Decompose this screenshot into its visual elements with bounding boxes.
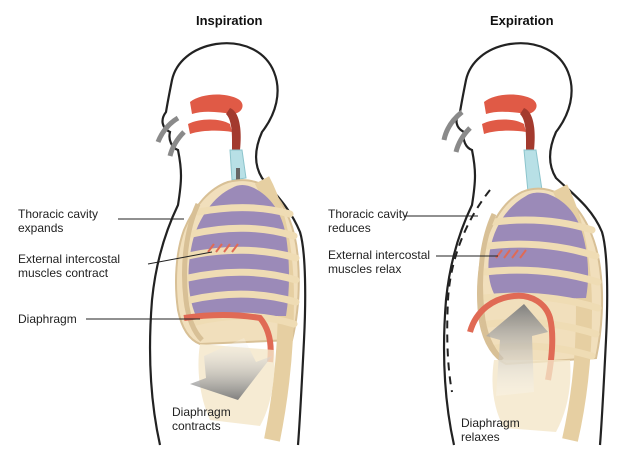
exhale-arrow-icon	[441, 110, 464, 141]
inhale-arrow-icon	[155, 115, 180, 143]
oral-cavity	[188, 119, 232, 134]
expiration-diaphragm-action-line1: Diaphragm	[461, 416, 520, 430]
expiration-cavity-label-line1: Thoracic cavity	[328, 207, 409, 221]
inspiration-muscles-label-line1: External intercostal	[18, 252, 121, 266]
nasal-cavity	[190, 94, 243, 114]
reduced-cavity-dashed-line	[446, 189, 491, 393]
inspiration-cavity-label-line2: expands	[18, 221, 64, 235]
inspiration-title: Inspiration	[196, 13, 263, 28]
intercostal-muscles	[207, 243, 239, 253]
expiration-diaphragm-action-line2: relaxes	[461, 430, 500, 444]
inspiration-diaphragm-action-line1: Diaphragm	[172, 405, 231, 419]
body-outline-2	[442, 42, 609, 446]
inspiration-diaphragm-label: Diaphragm	[18, 312, 77, 326]
expiration-title: Expiration	[490, 13, 554, 28]
inspiration-muscles-label-line2: muscles contract	[18, 266, 109, 280]
inspiration-panel	[86, 42, 307, 446]
nasal-cavity-2	[484, 94, 537, 114]
expiration-muscles-label-line2: muscles relax	[328, 262, 402, 276]
expiration-muscles-label-line1: External intercostal	[328, 248, 431, 262]
inspiration-diaphragm-action-line2: contracts	[172, 419, 221, 433]
body-outline	[148, 42, 307, 446]
leader-line-muscles	[147, 251, 213, 265]
oral-cavity-2	[482, 119, 526, 134]
expiration-panel	[404, 42, 609, 446]
pharynx	[226, 108, 241, 160]
intercostal-muscles-2	[495, 249, 527, 259]
inhale-arrow-icon-2	[167, 130, 186, 157]
pharynx-2	[520, 108, 535, 160]
sternum	[182, 202, 204, 342]
diaphragm	[183, 312, 274, 363]
trachea-2	[523, 149, 543, 193]
diaphragm-2	[467, 292, 556, 381]
inspiration-cavity-label-line1: Thoracic cavity	[18, 207, 99, 221]
exhale-arrow-icon-2	[453, 126, 472, 153]
expiration-cavity-label-line2: reduces	[328, 221, 371, 235]
diaphragm-down-arrow-icon	[190, 338, 272, 400]
diaphragm-up-arrow-icon	[486, 304, 548, 396]
trachea	[229, 149, 247, 181]
